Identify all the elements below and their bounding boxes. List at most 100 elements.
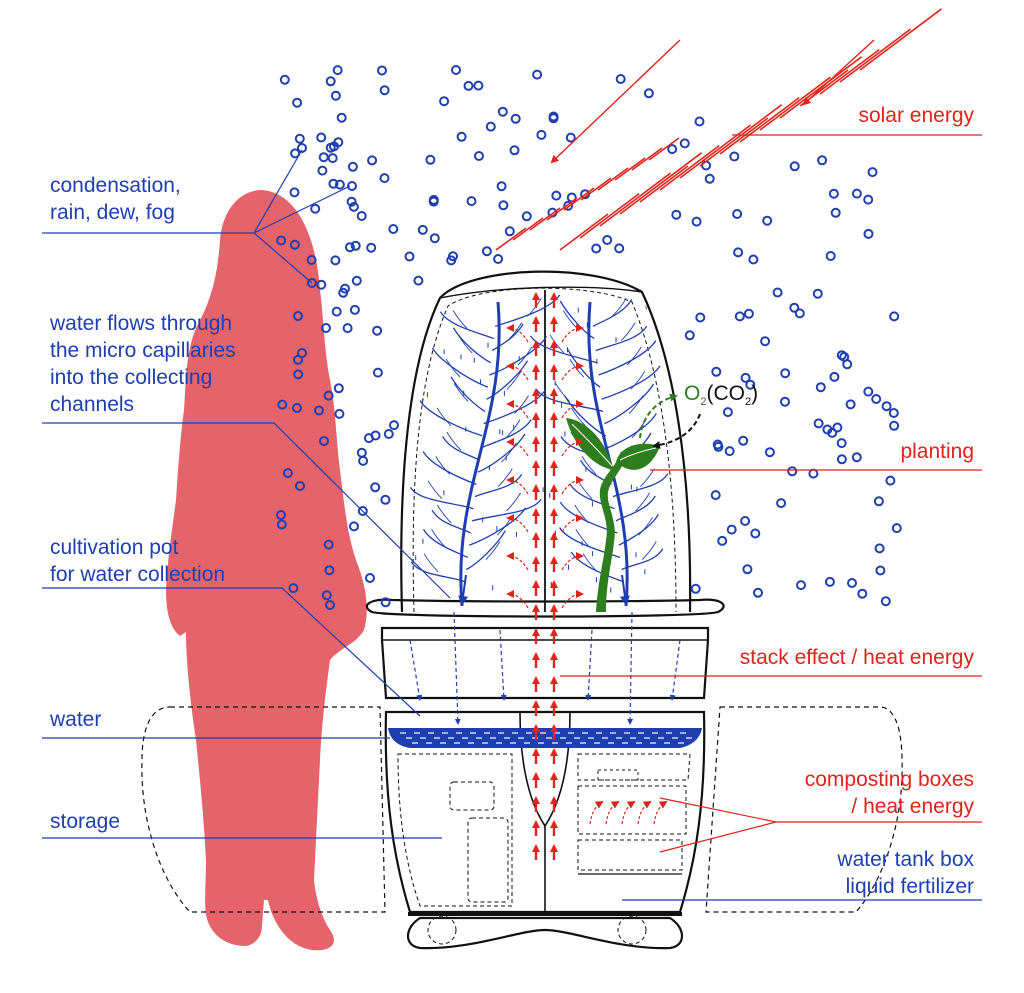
capillary xyxy=(442,436,480,461)
water-droplet xyxy=(293,311,303,321)
capillary xyxy=(497,468,513,487)
heat-arrow xyxy=(561,590,584,609)
water-droplet xyxy=(319,436,329,446)
label-micro-capillaries: water flows through the micro capillarie… xyxy=(50,312,236,416)
water-droplets xyxy=(276,65,902,610)
capillary xyxy=(595,325,648,352)
water-droplet xyxy=(380,597,391,608)
water-droplet xyxy=(888,408,899,418)
water-droplet xyxy=(357,506,368,516)
capillary xyxy=(514,395,529,414)
water-droplet xyxy=(789,302,800,313)
capillary xyxy=(527,298,542,317)
water-droplet xyxy=(691,216,702,227)
water-droplet xyxy=(510,113,521,124)
water-droplet xyxy=(336,112,347,123)
water-droplet xyxy=(563,200,574,211)
water-droplet xyxy=(292,403,302,413)
label-planting: planting xyxy=(900,440,974,463)
left-wheel xyxy=(427,915,457,945)
channel-arrow xyxy=(619,574,630,606)
water-droplet xyxy=(351,275,362,286)
water-droplet xyxy=(591,243,602,254)
water-droplet xyxy=(349,304,360,315)
water-droplet xyxy=(342,323,353,334)
water-droplet xyxy=(881,401,892,412)
water-droplet xyxy=(288,583,299,594)
capillary xyxy=(427,480,443,500)
water-droplet xyxy=(383,429,394,439)
water-droplet xyxy=(356,447,367,458)
capillary xyxy=(571,407,586,427)
solar-ray xyxy=(639,165,689,203)
water-droplet xyxy=(684,330,695,341)
water-droplet xyxy=(830,207,841,218)
water-droplet xyxy=(325,76,336,87)
water-droplet xyxy=(832,422,843,433)
water-droplet xyxy=(321,590,332,601)
water-droplet xyxy=(695,312,706,323)
solar-ray xyxy=(719,117,769,155)
water-droplet xyxy=(310,203,321,214)
heat-arrow xyxy=(506,324,529,343)
capillary xyxy=(506,371,522,390)
water-droplet xyxy=(863,228,874,239)
water-droplet xyxy=(753,587,763,598)
water-droplet xyxy=(787,466,798,477)
water-droplet xyxy=(290,148,301,159)
drip-arrow xyxy=(453,611,461,725)
capillary xyxy=(494,294,561,327)
water-droplet xyxy=(694,116,705,127)
water-droplet xyxy=(789,161,800,172)
water-droplet xyxy=(318,152,329,163)
capillary xyxy=(446,431,462,451)
capillary xyxy=(582,553,598,573)
compost-heat-arrow xyxy=(621,800,636,825)
leaf-left xyxy=(566,418,614,470)
compost-box xyxy=(577,753,691,781)
water-droplet xyxy=(643,88,654,99)
water-droplet xyxy=(734,311,745,322)
solar-ray xyxy=(597,167,629,191)
capillary xyxy=(422,528,469,558)
capillary xyxy=(592,298,633,327)
water-droplet xyxy=(532,69,543,80)
water-droplet xyxy=(724,446,735,457)
capillary xyxy=(569,358,585,378)
capillary xyxy=(626,346,642,366)
capillary xyxy=(452,310,468,329)
co2-arrow xyxy=(652,413,701,450)
capillary xyxy=(419,400,483,437)
solar-ray xyxy=(839,28,911,83)
base xyxy=(406,916,684,950)
capillary xyxy=(439,311,494,340)
capillary xyxy=(445,358,461,378)
solar-ray xyxy=(579,192,640,239)
water-droplet xyxy=(295,481,305,491)
capillary xyxy=(474,473,523,498)
capillary xyxy=(630,371,646,390)
water-droplet xyxy=(328,178,339,189)
heat-arrow xyxy=(506,476,529,495)
water-droplet xyxy=(289,239,300,250)
water-droplet xyxy=(323,539,334,550)
label-water: water xyxy=(50,708,102,731)
water-droplet xyxy=(439,96,450,107)
capillary xyxy=(410,561,466,583)
water-droplet xyxy=(456,131,467,142)
water-droplet xyxy=(813,418,824,429)
water-droplet xyxy=(325,600,335,610)
water-droplet xyxy=(367,155,378,166)
water-droplet xyxy=(504,226,515,237)
water-droplet xyxy=(282,468,293,479)
water-droplet xyxy=(294,133,305,144)
water-droplet xyxy=(733,247,744,258)
left-side-tank xyxy=(141,706,386,913)
water-droplet xyxy=(796,580,806,591)
water-droplet xyxy=(548,111,559,122)
capillary xyxy=(507,322,523,341)
capillary xyxy=(575,529,591,548)
water-droplet xyxy=(729,151,740,162)
dome-cap xyxy=(439,286,643,299)
heat-arrow xyxy=(561,476,584,495)
